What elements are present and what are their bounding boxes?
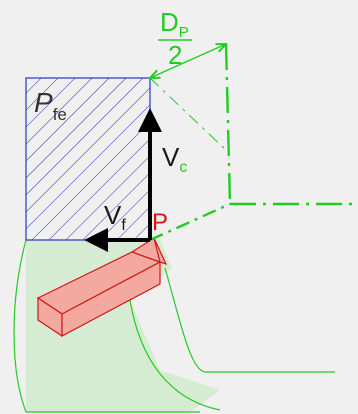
center-lines [149, 43, 352, 242]
dp-label: DP [160, 7, 189, 41]
feed-area [25, 77, 151, 241]
radius-dimension-line [150, 44, 226, 78]
cutting-tool [36, 237, 168, 338]
dp-denominator: 2 [168, 40, 182, 70]
vf-label: Vf [104, 200, 126, 234]
vc-label: Vc [162, 142, 187, 176]
pfe-label: Pfe [34, 87, 67, 124]
point-p-label: P [152, 209, 168, 236]
